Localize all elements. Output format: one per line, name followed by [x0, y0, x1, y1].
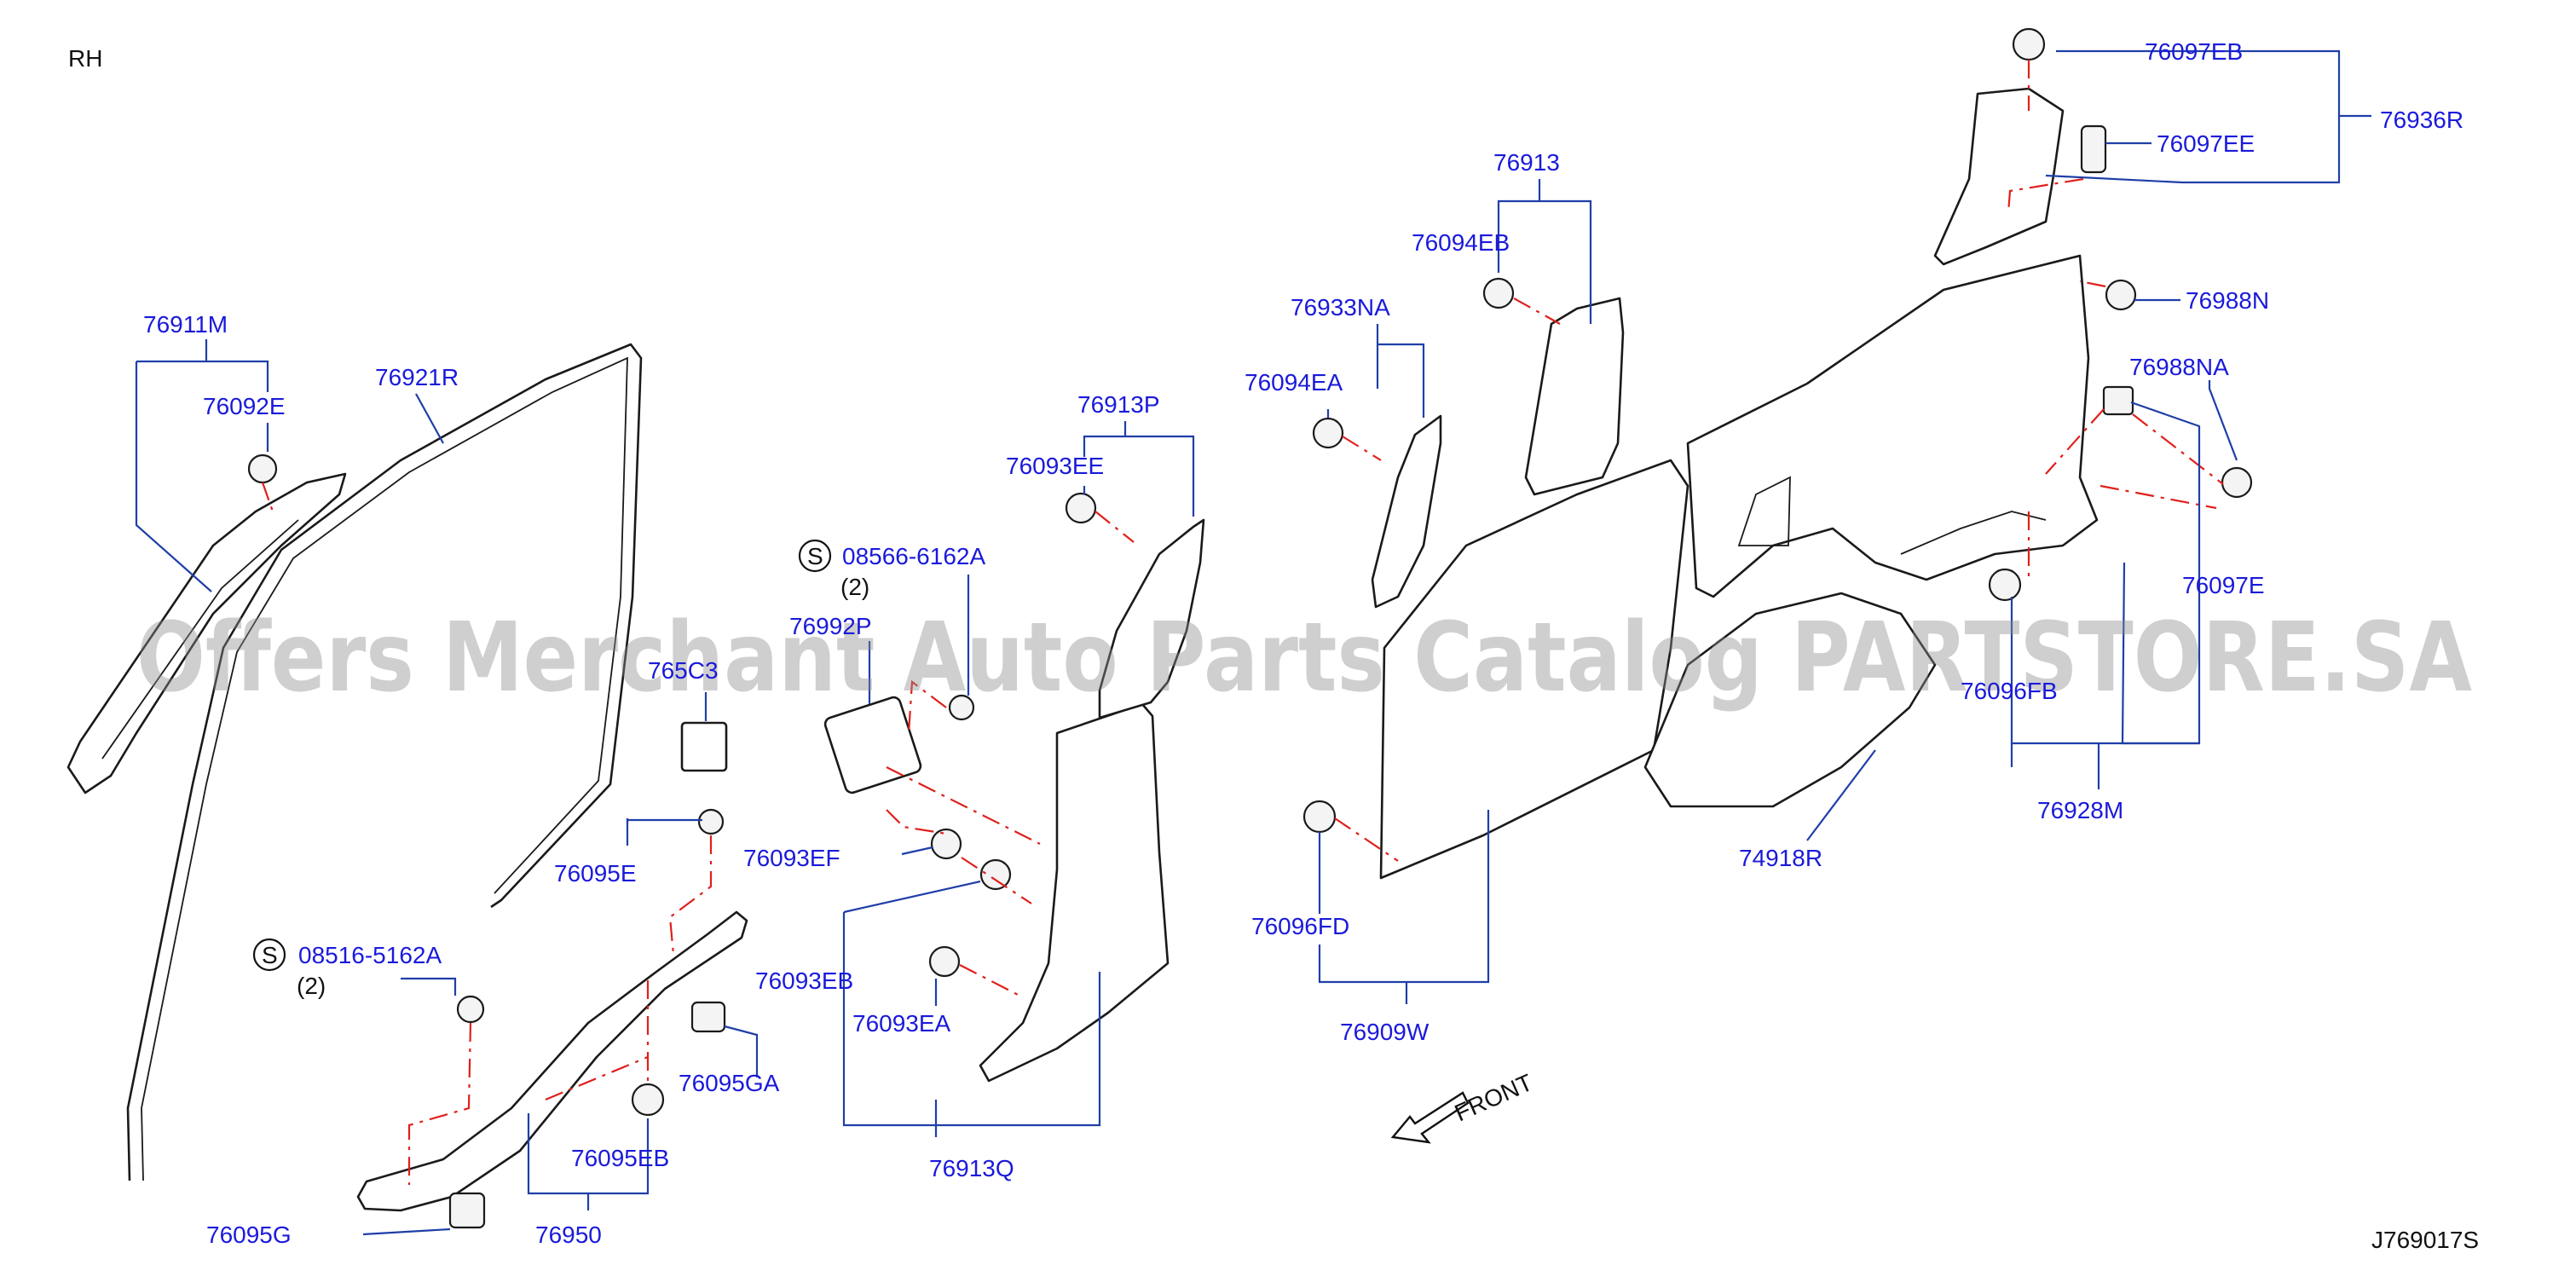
part-label-76913p[interactable]: 76913P: [1077, 391, 1160, 418]
part-label-76913[interactable]: 76913: [1493, 149, 1560, 176]
part-label-76992p[interactable]: 76992P: [789, 613, 872, 639]
part-label-76097ee[interactable]: 76097EE: [2157, 130, 2255, 157]
part-label-76093eb[interactable]: 76093EB: [755, 968, 853, 994]
part-label-74918r[interactable]: 74918R: [1739, 845, 1822, 871]
part-label-76093ef[interactable]: 76093EF: [743, 845, 840, 871]
b-pillar-lower-shape: [979, 702, 1170, 1083]
part-label-765c3[interactable]: 765C3: [648, 657, 719, 684]
clip-76097ee-icon: [2080, 124, 2107, 174]
labels: RH J769017S FRONT S S (2) (2) 76911M 760…: [68, 38, 2479, 1253]
b-pillar-upper-shape: [1098, 518, 1205, 719]
clip-76094ea-icon: [1312, 417, 1344, 449]
kick-plate-shape: [356, 910, 748, 1212]
qty-08516: (2): [297, 973, 326, 999]
front-arrow: [1390, 1091, 1470, 1144]
screw-symbol-label-08516: S: [262, 942, 278, 968]
part-label-76095eb[interactable]: 76095EB: [571, 1145, 669, 1171]
clip-76096fd-icon: [1302, 800, 1337, 834]
clip-76092e-icon: [247, 453, 278, 484]
part-label-76095e[interactable]: 76095E: [554, 860, 637, 887]
part-label-76094eb[interactable]: 76094EB: [1412, 229, 1510, 256]
clip-76096fb-icon: [1988, 568, 2022, 602]
part-drawings: [66, 87, 2099, 1212]
clip-76094eb-icon: [1482, 277, 1515, 309]
part-label-76092e[interactable]: 76092E: [203, 393, 286, 419]
a-pillar-garnish-shape: [66, 472, 347, 794]
pad-shape: [680, 721, 728, 772]
luggage-side-shape: [1643, 592, 1937, 808]
part-label-76928m[interactable]: 76928M: [2037, 797, 2123, 823]
part-label-76921r[interactable]: 76921R: [375, 364, 459, 390]
clip-76095eb-icon: [631, 1083, 665, 1117]
clip-76093ea-icon: [928, 945, 961, 978]
part-label-76911m[interactable]: 76911M: [143, 311, 228, 338]
watermark: Offers Merchant Auto Parts Catalog PARTS…: [136, 603, 2472, 713]
part-label-76093ee[interactable]: 76093EE: [1006, 453, 1104, 479]
quarter-trim-shape: [1686, 254, 2099, 598]
part-label-76988na[interactable]: 76988NA: [2129, 354, 2229, 380]
center-pillar-shape: [1371, 414, 1442, 609]
part-label-08516-5162a[interactable]: 08516-5162A: [298, 942, 442, 968]
front-label: FRONT: [1451, 1069, 1537, 1127]
part-label-76094ea[interactable]: 76094EA: [1245, 369, 1343, 396]
clip-76095ga-icon: [690, 1001, 726, 1033]
clip-76093eb-icon: [979, 858, 1012, 891]
part-label-76095g[interactable]: 76095G: [206, 1222, 292, 1248]
part-label-76096fb[interactable]: 76096FB: [1961, 678, 2058, 704]
clip-76095e-icon: [697, 808, 725, 835]
clip-76093ef-icon: [930, 828, 962, 860]
side-label: RH: [68, 45, 102, 72]
assembly-lines: [261, 60, 2224, 1185]
screw-08566-icon: [948, 694, 975, 721]
clip-76097e-icon: [2221, 466, 2253, 499]
qty-08566: (2): [840, 574, 869, 600]
part-label-76095ga[interactable]: 76095GA: [679, 1070, 780, 1096]
part-label-76933na[interactable]: 76933NA: [1291, 294, 1390, 321]
screw-08516-icon: [456, 995, 485, 1024]
leader-lines: [135, 49, 2371, 1236]
part-label-76913q[interactable]: 76913Q: [929, 1155, 1014, 1181]
upper-quarter-trim-shape: [1933, 87, 2065, 266]
part-label-76097e[interactable]: 76097E: [2182, 572, 2265, 598]
part-label-08566-6162a[interactable]: 08566-6162A: [842, 543, 985, 569]
part-label-76097eb[interactable]: 76097EB: [2145, 38, 2243, 65]
part-label-76988n[interactable]: 76988N: [2186, 287, 2269, 314]
part-label-76096fd[interactable]: 76096FD: [1251, 913, 1349, 939]
rear-lower-trim-shape: [1379, 459, 1689, 880]
screw-symbol-08516: [252, 938, 286, 972]
clip-76095g-icon: [448, 1192, 486, 1229]
screw-symbol-08566: [798, 539, 832, 573]
screw-symbol-label-08566: S: [807, 543, 823, 569]
rear-pillar-shape: [1524, 297, 1625, 496]
control-unit-shape: [823, 696, 922, 794]
part-label-76950[interactable]: 76950: [535, 1222, 602, 1248]
part-label-76909w[interactable]: 76909W: [1340, 1019, 1430, 1045]
clip-76093ee-icon: [1065, 492, 1097, 524]
clip-76988n-icon: [2105, 279, 2137, 311]
part-label-76936r[interactable]: 76936R: [2380, 107, 2463, 133]
diagram-code: J769017S: [2371, 1227, 2479, 1253]
weatherstrip-shape: [126, 343, 643, 1181]
clip-76097eb-icon: [2012, 27, 2046, 61]
part-label-76093ea[interactable]: 76093EA: [852, 1010, 951, 1037]
clip-76988na-icon: [2102, 385, 2134, 416]
